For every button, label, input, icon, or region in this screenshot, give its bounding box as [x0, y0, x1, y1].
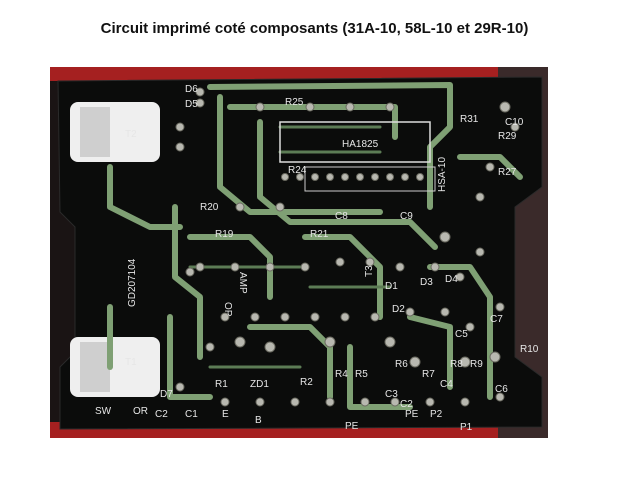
pcb-photo: D6 D5 T2 T1 R25 HA1825 HSA-10 R24 R20 R1… — [50, 67, 548, 438]
label-d2: D2 — [392, 304, 405, 315]
label-r29: R29 — [498, 131, 517, 142]
label-r1: R1 — [215, 379, 228, 390]
label-d7: D7 — [160, 389, 173, 400]
label-d5: D5 — [185, 99, 198, 110]
label-d6: D6 — [185, 84, 198, 95]
label-amp: AMP — [237, 272, 248, 294]
label-or: OR — [133, 406, 148, 417]
label-module: HSA-10 — [437, 157, 448, 192]
label-r24: R24 — [288, 165, 307, 176]
label-r5: R5 — [355, 369, 368, 380]
label-c2: C2 — [400, 399, 413, 410]
label-r2: R2 — [300, 377, 313, 388]
label-c9: C9 — [400, 211, 413, 222]
label-r31: R31 — [460, 114, 479, 125]
label-p2: P2 — [430, 409, 443, 420]
label-d1: D1 — [385, 281, 398, 292]
label-pe: PE — [345, 421, 359, 432]
label-c3: C3 — [385, 389, 398, 400]
label-zd1: ZD1 — [250, 379, 269, 390]
label-board-code: GD207104 — [127, 258, 138, 307]
label-r27: R27 — [498, 167, 517, 178]
label-c1: C1 — [185, 409, 198, 420]
label-pe2: PE — [405, 409, 419, 420]
label-b: B — [255, 415, 262, 426]
label-c8: C8 — [335, 211, 348, 222]
label-r20: R20 — [200, 202, 219, 213]
label-r10: R10 — [520, 344, 539, 355]
label-p1: P1 — [460, 422, 473, 433]
label-t3: T3 — [364, 265, 375, 277]
label-c5: C5 — [455, 329, 468, 340]
label-r19: R19 — [215, 229, 234, 240]
label-e: E — [222, 409, 229, 420]
label-op: OP — [222, 302, 233, 317]
label-r25: R25 — [285, 97, 304, 108]
label-r8: R8 — [450, 359, 463, 370]
label-c4: C4 — [440, 379, 453, 390]
label-r4: R4 — [335, 369, 348, 380]
label-r7: R7 — [422, 369, 435, 380]
label-r6: R6 — [395, 359, 408, 370]
label-r9: R9 — [470, 359, 483, 370]
label-t2: T2 — [125, 129, 137, 140]
label-d3: D3 — [420, 277, 433, 288]
label-sw: SW — [95, 406, 112, 417]
label-chip: HA1825 — [342, 139, 379, 150]
label-c2-bottom: C2 — [155, 409, 168, 420]
label-t1: T1 — [125, 357, 137, 368]
label-c10: C10 — [505, 117, 524, 128]
figure-caption: Circuit imprimé coté composants (31A-10,… — [100, 20, 529, 37]
label-d4: D4 — [445, 274, 458, 285]
label-c7: C7 — [490, 314, 503, 325]
label-r21: R21 — [310, 229, 329, 240]
label-c6: C6 — [495, 384, 508, 395]
